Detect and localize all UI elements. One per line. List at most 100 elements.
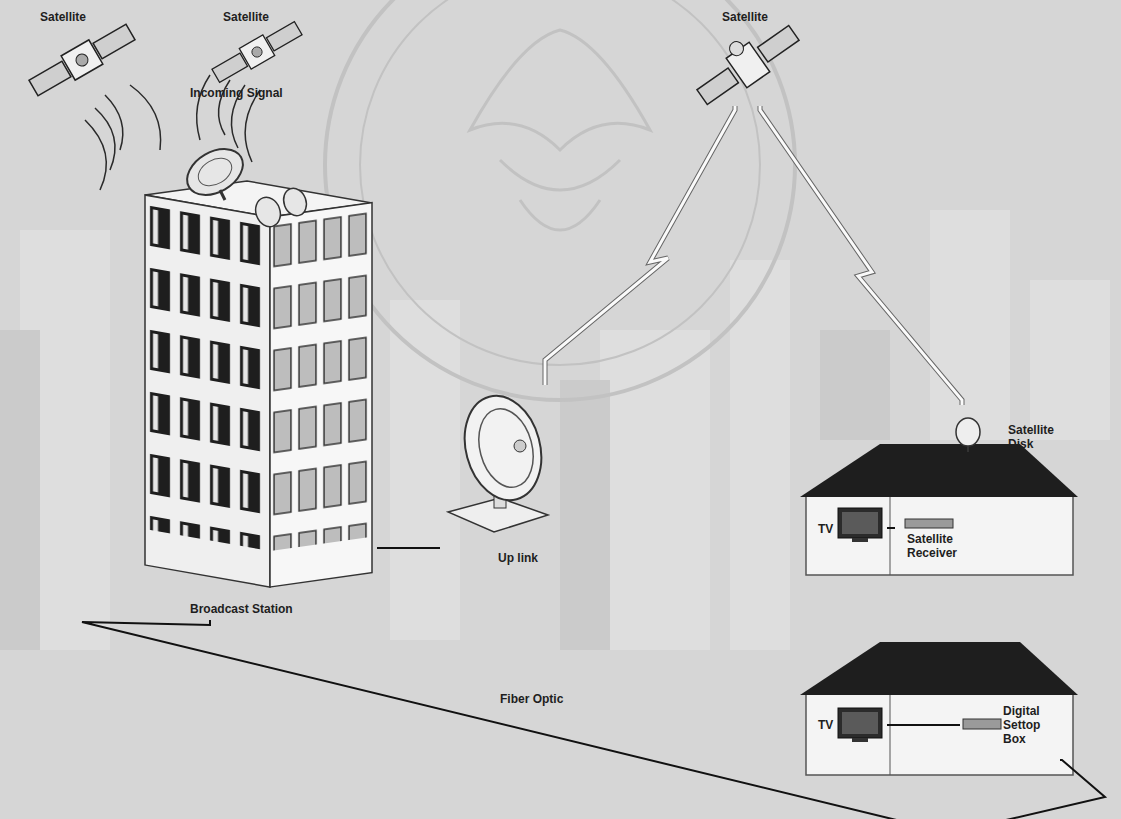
wall bbox=[270, 203, 372, 587]
free-label: Incoming Signal bbox=[190, 86, 283, 100]
node-box: Satellite Receiver bbox=[895, 512, 975, 562]
signal-line bbox=[545, 106, 735, 385]
node-box: Satellite bbox=[215, 4, 300, 84]
cable-line bbox=[82, 620, 1105, 819]
settop-device bbox=[963, 719, 1001, 729]
wave bbox=[95, 108, 115, 170]
tv-picture bbox=[842, 512, 878, 534]
cable-line bbox=[377, 547, 440, 549]
signal-outline bbox=[760, 106, 962, 405]
signal-link bbox=[760, 106, 962, 405]
cable-line bbox=[887, 724, 960, 726]
house bbox=[800, 642, 1078, 775]
seal-ring bbox=[360, 0, 760, 365]
cable-link bbox=[887, 528, 895, 529]
node-label: Satellite Disk bbox=[1008, 423, 1066, 451]
tv-screen bbox=[838, 508, 882, 538]
cable-link bbox=[377, 548, 440, 549]
signal-line bbox=[760, 106, 962, 405]
node-box: TV bbox=[812, 705, 887, 745]
wave bbox=[245, 90, 260, 162]
wave bbox=[197, 75, 210, 140]
node-label: TV bbox=[818, 718, 833, 732]
satellite-icon bbox=[687, 11, 805, 112]
city-building bbox=[390, 300, 460, 640]
node-label: Broadcast Station bbox=[190, 602, 293, 616]
satellite-body bbox=[61, 40, 103, 80]
tv-stand bbox=[852, 738, 868, 742]
dish-reflector bbox=[454, 387, 553, 509]
house-corner bbox=[890, 495, 891, 575]
node-label: Satellite bbox=[722, 10, 768, 24]
satellite-antenna bbox=[727, 39, 746, 58]
city-building bbox=[0, 330, 40, 650]
cable-line bbox=[887, 527, 895, 529]
dish-stand bbox=[967, 446, 969, 452]
dish-reflector bbox=[471, 403, 542, 494]
solar-panel bbox=[212, 53, 248, 82]
windows bbox=[149, 200, 269, 551]
satellite-dish bbox=[956, 418, 980, 446]
dish-feed bbox=[514, 440, 526, 452]
city-building bbox=[820, 330, 890, 440]
satellite-icon bbox=[27, 20, 138, 100]
house-wall bbox=[806, 495, 1073, 575]
city-silhouette bbox=[0, 330, 890, 650]
node-label: Digital Settop Box bbox=[1003, 704, 1059, 746]
wall bbox=[145, 195, 270, 587]
wave bbox=[130, 85, 161, 150]
tv-picture bbox=[842, 712, 878, 734]
house-wall bbox=[806, 693, 1073, 775]
receive-dish bbox=[280, 185, 310, 219]
node-label: Up link bbox=[498, 551, 538, 565]
receive-dish bbox=[252, 194, 285, 230]
cable-link bbox=[887, 725, 960, 726]
solar-panel bbox=[697, 68, 738, 105]
city-building bbox=[560, 380, 610, 650]
node-box: Satellite bbox=[28, 4, 128, 96]
dish-stand bbox=[220, 190, 225, 200]
node-box: Satellite bbox=[700, 4, 800, 106]
signal-outline bbox=[545, 106, 735, 385]
uplink-dish bbox=[448, 387, 552, 532]
receive-dish bbox=[193, 153, 236, 192]
receiver-device bbox=[905, 519, 953, 528]
node-box: Satellite Disk bbox=[950, 405, 1070, 455]
seal-ornament bbox=[470, 30, 650, 150]
solar-panel bbox=[266, 22, 302, 51]
solar-panel bbox=[29, 61, 71, 96]
edge-label: Fiber Optic bbox=[500, 692, 563, 706]
solar-panel bbox=[93, 24, 135, 59]
satellite-antenna bbox=[250, 45, 264, 59]
node-box: Digital Settop Box bbox=[960, 700, 1060, 760]
house bbox=[800, 418, 1078, 575]
signal-link bbox=[545, 106, 735, 385]
house-roof bbox=[800, 642, 1078, 695]
node-label: Satellite bbox=[40, 10, 86, 24]
node-box: Up link bbox=[440, 385, 560, 570]
seal-ornament bbox=[500, 160, 620, 230]
building-face bbox=[145, 195, 270, 587]
house-roof bbox=[800, 444, 1078, 497]
satellite-antenna bbox=[74, 52, 90, 68]
watermark-seal bbox=[325, 0, 795, 400]
wave bbox=[85, 120, 106, 190]
city-building bbox=[1030, 280, 1110, 440]
solar-panel bbox=[758, 26, 799, 63]
seal-ring bbox=[325, 0, 795, 400]
cable-link bbox=[82, 620, 1105, 819]
station-building bbox=[145, 140, 372, 587]
node-box: Broadcast Station bbox=[140, 110, 377, 620]
tv-stand bbox=[852, 538, 868, 542]
building-face bbox=[270, 203, 372, 587]
satellite-body bbox=[239, 35, 274, 69]
satellite-icon bbox=[210, 18, 304, 86]
node-label: TV bbox=[818, 522, 833, 536]
windows bbox=[272, 207, 372, 551]
receive-dish bbox=[179, 140, 251, 205]
node-box: TV bbox=[812, 505, 887, 545]
node-label: Satellite Receiver bbox=[907, 532, 969, 560]
tv-screen bbox=[838, 708, 882, 738]
